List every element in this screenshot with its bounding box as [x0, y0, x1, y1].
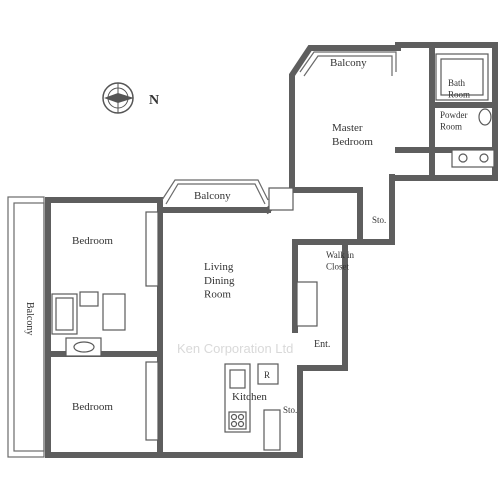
balcony-middle-label: Balcony [194, 190, 231, 202]
balcony-middle-area [161, 179, 269, 205]
storage-lower-label: Sto. [283, 405, 297, 415]
watermark: Ken Corporation Ltd [177, 341, 293, 356]
balcony-top-area [299, 51, 397, 77]
kitchen-label: Kitchen [232, 391, 267, 403]
kitchen-fixtures [224, 363, 281, 451]
balcony-left-area [7, 196, 45, 458]
refrigerator-label: R [264, 370, 270, 380]
storage-upper-label: Sto. [372, 215, 386, 225]
exterior-walls [45, 42, 498, 458]
master-bath-fixtures [435, 53, 495, 168]
left-bath-fixtures [51, 291, 126, 357]
balcony-top-label: Balcony [330, 57, 367, 69]
bedroom-upper-label: Bedroom [72, 235, 113, 247]
closets [145, 187, 318, 441]
balcony-left-label: Balcony [24, 302, 35, 335]
compass-label: N [149, 93, 159, 108]
bedroom-lower-label: Bedroom [72, 401, 113, 413]
compass-icon [102, 82, 134, 114]
entrance-label: Ent. [314, 339, 330, 350]
